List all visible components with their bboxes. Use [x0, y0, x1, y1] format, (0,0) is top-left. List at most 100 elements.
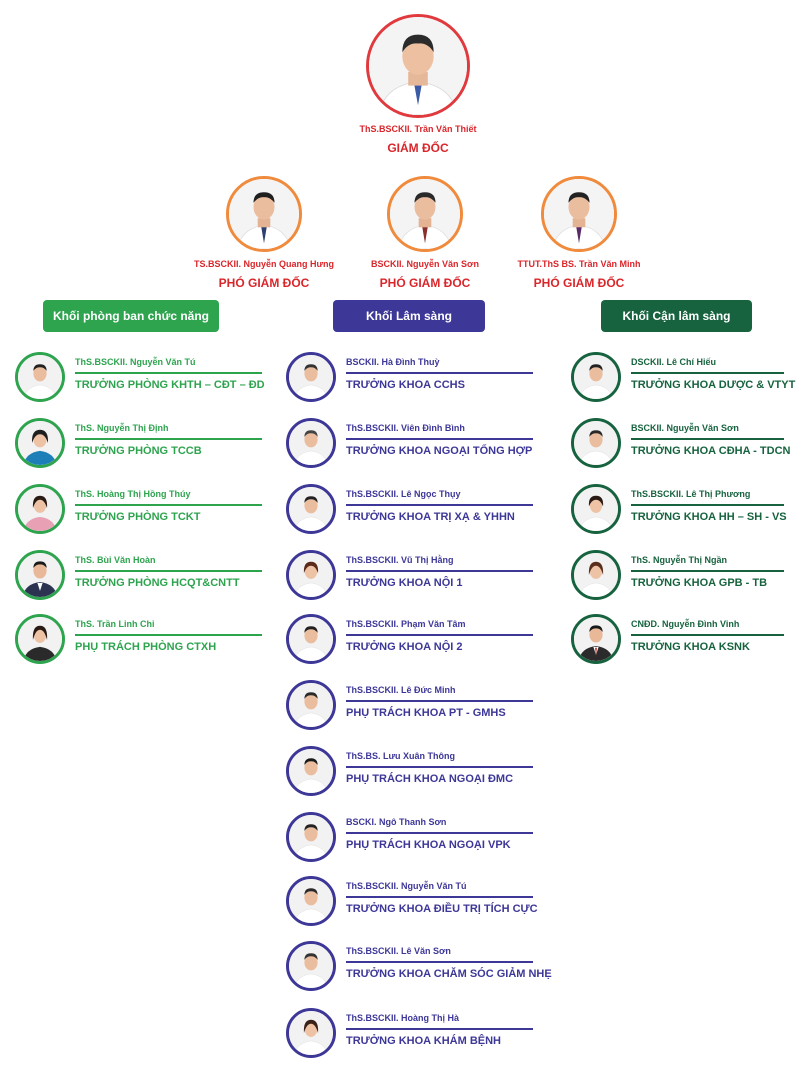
person-role: TRƯỞNG KHOA DƯỢC & VTYT	[631, 379, 796, 391]
person-photo	[286, 1008, 336, 1058]
department-head-card: ThS.BSCKII. Lê Văn Sơn TRƯỞNG KHOA CHĂM …	[286, 941, 552, 991]
department-head-card: ThS.BSCKII. Lê Thị Phương TRƯỞNG KHOA HH…	[571, 484, 796, 534]
divider-line	[346, 896, 533, 898]
department-head-card: BSCKI. Ngô Thanh Sơn PHỤ TRÁCH KHOA NGOẠ…	[286, 812, 536, 862]
person-role: TRƯỞNG KHOA KHÁM BỆNH	[346, 1035, 501, 1047]
person-photo	[15, 614, 65, 664]
person-photo	[286, 812, 336, 862]
person-photo	[286, 876, 336, 926]
department-head-card: ThS.BSCKII. Lê Ngọc Thụy TRƯỞNG KHOA TRỊ…	[286, 484, 536, 534]
department-head-card: ThS.BSCKII. Lê Đức Minh PHỤ TRÁCH KHOA P…	[286, 680, 536, 730]
vice-director-title: PHÓ GIÁM ĐỐC	[379, 276, 471, 290]
person-role: TRƯỞNG PHÒNG TCCB	[75, 445, 202, 457]
vice-director-title: PHÓ GIÁM ĐỐC	[218, 276, 310, 290]
person-name: ThS.BSCKII. Lê Ngọc Thụy	[346, 489, 461, 499]
divider-line	[75, 634, 262, 636]
person-role: TRƯỞNG KHOA NỘI 1	[346, 577, 463, 589]
person-name: ThS.BSCKII. Phạm Văn Tâm	[346, 619, 466, 629]
department-head-card: DSCKII. Lê Chí Hiếu TRƯỞNG KHOA DƯỢC & V…	[571, 352, 796, 402]
person-photo	[286, 418, 336, 468]
person-role: TRƯỞNG PHÒNG HCQT&CNTT	[75, 577, 240, 589]
person-photo	[571, 484, 621, 534]
divider-line	[346, 832, 533, 834]
divider-line	[346, 634, 533, 636]
department-head-card: ThS. Nguyễn Thị Ngần TRƯỞNG KHOA GPB - T…	[571, 550, 796, 600]
person-photo	[286, 484, 336, 534]
person-name: BSCKII. Hà Đình Thuỳ	[346, 357, 440, 367]
department-head-card: ThS.BS. Lưu Xuân Thông PHỤ TRÁCH KHOA NG…	[286, 746, 536, 796]
person-name: ThS.BSCKII. Nguyễn Văn Tú	[75, 357, 196, 367]
person-name: ThS.BSCKII. Lê Đức Minh	[346, 685, 456, 695]
person-name: ThS.BSCKII. Vũ Thị Hằng	[346, 555, 454, 565]
person-photo	[571, 614, 621, 664]
person-role: TRƯỞNG KHOA ĐIỀU TRỊ TÍCH CỰC	[346, 903, 538, 915]
person-role: TRƯỞNG PHÒNG KHTH – CĐT – ĐD	[75, 379, 265, 391]
person-photo	[15, 484, 65, 534]
department-head-card: BSCKII. Hà Đình Thuỳ TRƯỞNG KHOA CCHS	[286, 352, 536, 402]
vice-director-name: TTUT.ThS BS. Trần Văn Minh	[517, 259, 641, 269]
director-photo	[366, 14, 470, 118]
department-head-card: ThS. Nguyễn Thị Định TRƯỞNG PHÒNG TCCB	[15, 418, 262, 468]
divider-line	[631, 570, 784, 572]
person-role: PHỤ TRÁCH KHOA NGOẠI ĐMC	[346, 773, 514, 785]
department-head-card: ThS.BSCKII. Vũ Thị Hằng TRƯỞNG KHOA NỘI …	[286, 550, 536, 600]
divider-line	[346, 766, 533, 768]
divider-line	[631, 634, 784, 636]
person-role: PHỤ TRÁCH KHOA PT - GMHS	[346, 707, 506, 719]
divider-line	[631, 438, 784, 440]
divider-line	[346, 570, 533, 572]
vice-director-photo	[387, 176, 463, 252]
vice-director-name: BSCKII. Nguyễn Văn Sơn	[371, 259, 479, 269]
block-header-functional: Khối phòng ban chức năng	[43, 300, 219, 332]
divider-line	[631, 372, 784, 374]
person-name: BSCKI. Ngô Thanh Sơn	[346, 817, 447, 827]
department-head-card: ThS.BSCKII. Phạm Văn Tâm TRƯỞNG KHOA NỘI…	[286, 614, 536, 664]
person-photo	[286, 352, 336, 402]
person-photo	[286, 614, 336, 664]
divider-line	[346, 372, 533, 374]
person-role: TRƯỞNG KHOA NGOẠI TỔNG HỢP	[346, 445, 533, 457]
department-head-card: CNĐD. Nguyễn Đình Vinh TRƯỞNG KHOA KSNK	[571, 614, 796, 664]
person-role: TRƯỞNG PHÒNG TCKT	[75, 511, 201, 523]
person-name: ThS. Bùi Văn Hoàn	[75, 555, 156, 565]
person-photo	[15, 418, 65, 468]
divider-line	[346, 1028, 533, 1030]
person-photo	[286, 550, 336, 600]
person-role: TRƯỞNG KHOA KSNK	[631, 641, 750, 653]
person-role: TRƯỞNG KHOA CHĂM SÓC GIẢM NHẸ	[346, 968, 552, 980]
person-role: TRƯỞNG KHOA NỘI 2	[346, 641, 463, 653]
person-role: TRƯỞNG KHOA GPB - TB	[631, 577, 768, 589]
person-role: PHỤ TRÁCH PHÒNG CTXH	[75, 641, 217, 653]
person-name: ThS. Hoàng Thị Hồng Thúy	[75, 489, 191, 499]
person-name: ThS.BSCKII. Lê Thị Phương	[631, 489, 751, 499]
person-photo	[286, 680, 336, 730]
department-head-card: ThS.BSCKII. Viên Đình Bình TRƯỞNG KHOA N…	[286, 418, 536, 468]
divider-line	[346, 961, 533, 963]
person-role: TRƯỞNG KHOA TRỊ XẠ & YHHN	[346, 511, 515, 523]
block-header-clinical: Khối Lâm sàng	[333, 300, 485, 332]
person-name: CNĐD. Nguyễn Đình Vinh	[631, 619, 740, 629]
divider-line	[75, 372, 262, 374]
person-name: ThS. Nguyễn Thị Định	[75, 423, 169, 433]
person-role: TRƯỞNG KHOA CCHS	[346, 379, 465, 391]
divider-line	[75, 438, 262, 440]
department-head-card: ThS.BSCKII. Hoàng Thị Hà TRƯỞNG KHOA KHÁ…	[286, 1008, 536, 1058]
person-name: ThS.BSCKII. Nguyễn Văn Tú	[346, 881, 467, 891]
department-head-card: ThS.BSCKII. Nguyễn Văn Tú TRƯỞNG PHÒNG K…	[15, 352, 265, 402]
person-role: TRƯỞNG KHOA HH – SH - VS	[631, 511, 787, 523]
vice-director-photo	[541, 176, 617, 252]
person-role: PHỤ TRÁCH KHOA NGOẠI VPK	[346, 839, 511, 851]
divider-line	[346, 700, 533, 702]
person-name: ThS.BSCKII. Viên Đình Bình	[346, 423, 465, 433]
director-title: GIÁM ĐỐC	[387, 141, 449, 155]
person-photo	[15, 352, 65, 402]
person-photo	[571, 352, 621, 402]
divider-line	[346, 504, 533, 506]
vice-director-name: TS.BSCKII. Nguyễn Quang Hưng	[193, 259, 335, 269]
department-head-card: ThS. Bùi Văn Hoàn TRƯỞNG PHÒNG HCQT&CNTT	[15, 550, 262, 600]
divider-line	[346, 438, 533, 440]
department-head-card: ThS. Trần Linh Chi PHỤ TRÁCH PHÒNG CTXH	[15, 614, 262, 664]
person-name: ThS.BSCKII. Lê Văn Sơn	[346, 946, 451, 956]
person-name: ThS.BSCKII. Hoàng Thị Hà	[346, 1013, 460, 1023]
divider-line	[631, 504, 784, 506]
